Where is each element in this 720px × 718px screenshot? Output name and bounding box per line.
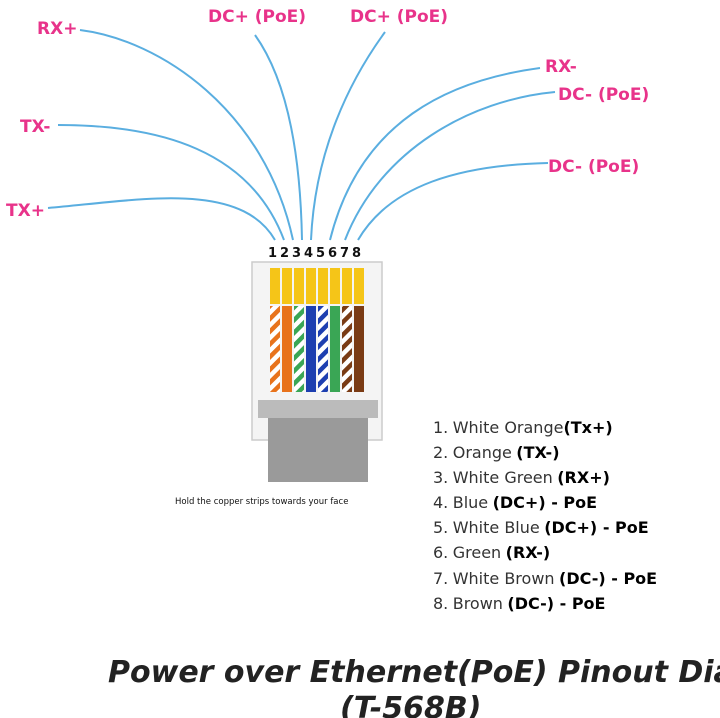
wire-label-tx-minus: TX- xyxy=(20,117,50,137)
legend-item-8: 8. Brown (DC-) - PoE xyxy=(433,594,605,613)
wire-white-blue xyxy=(318,306,328,392)
wire-line-5 xyxy=(310,31,386,241)
wire-green xyxy=(330,306,340,392)
wire-white-green xyxy=(294,306,304,392)
pin-number: 4 xyxy=(304,246,313,261)
wire-line-1 xyxy=(47,197,276,241)
wire-line-3 xyxy=(79,29,294,241)
wire-white-orange xyxy=(270,306,280,392)
legend-item-5: 5. White Blue (DC+) - PoE xyxy=(433,518,649,537)
wire-line-4 xyxy=(254,34,303,241)
legend-item-1: 1. White Orange(Tx+) xyxy=(433,418,613,437)
wire-label-dc-minus-2: DC- (PoE) xyxy=(548,157,639,177)
pin-number: 8 xyxy=(352,246,361,261)
wire-label-tx-plus: TX+ xyxy=(6,201,45,221)
pin-number: 5 xyxy=(316,246,325,261)
pinout-legend: 1. White Orange(Tx+) 2. Orange (TX-) 3. … xyxy=(433,418,657,613)
legend-item-2: 2. Orange (TX-) xyxy=(433,443,560,462)
gold-contacts xyxy=(270,268,364,304)
wire-label-dc-plus-1: DC+ (PoE) xyxy=(208,7,306,27)
legend-item-7: 7. White Brown (DC-) - PoE xyxy=(433,569,657,588)
wire-line-6 xyxy=(329,67,541,241)
wire-label-dc-plus-2: DC+ (PoE) xyxy=(350,7,448,27)
pin-number: 1 xyxy=(268,246,277,261)
pin-number: 6 xyxy=(328,246,337,261)
pin-number: 3 xyxy=(292,246,301,261)
legend-item-4: 4. Blue (DC+) - PoE xyxy=(433,493,597,512)
rj45-connector xyxy=(251,261,383,482)
diagram-subtitle: (T-568B) xyxy=(340,691,481,718)
wire-label-rx-minus: RX- xyxy=(545,57,577,77)
pin-numbers: 1 2 3 4 5 6 7 8 xyxy=(268,246,361,261)
wire-label-rx-plus: RX+ xyxy=(37,19,77,39)
pin-number: 7 xyxy=(340,246,349,261)
wire-line-7 xyxy=(344,91,556,241)
wire-line-2 xyxy=(57,124,285,241)
connector-clip xyxy=(258,400,378,418)
wire-label-dc-minus-1: DC- (PoE) xyxy=(558,85,649,105)
wire-blue xyxy=(306,306,316,392)
wire-lines xyxy=(47,29,556,241)
orientation-note: Hold the copper strips towards your face xyxy=(175,497,348,507)
wire-orange xyxy=(282,306,292,392)
colored-wires xyxy=(270,306,364,392)
wire-brown xyxy=(354,306,364,392)
cable-boot xyxy=(268,418,368,482)
wire-line-8 xyxy=(357,162,549,241)
legend-item-3: 3. White Green (RX+) xyxy=(433,468,610,487)
legend-item-6: 6. Green (RX-) xyxy=(433,543,550,562)
pin-number: 2 xyxy=(280,246,289,261)
wire-white-brown xyxy=(342,306,352,392)
diagram-title: Power over Ethernet(PoE) Pinout Diagram xyxy=(108,655,720,690)
